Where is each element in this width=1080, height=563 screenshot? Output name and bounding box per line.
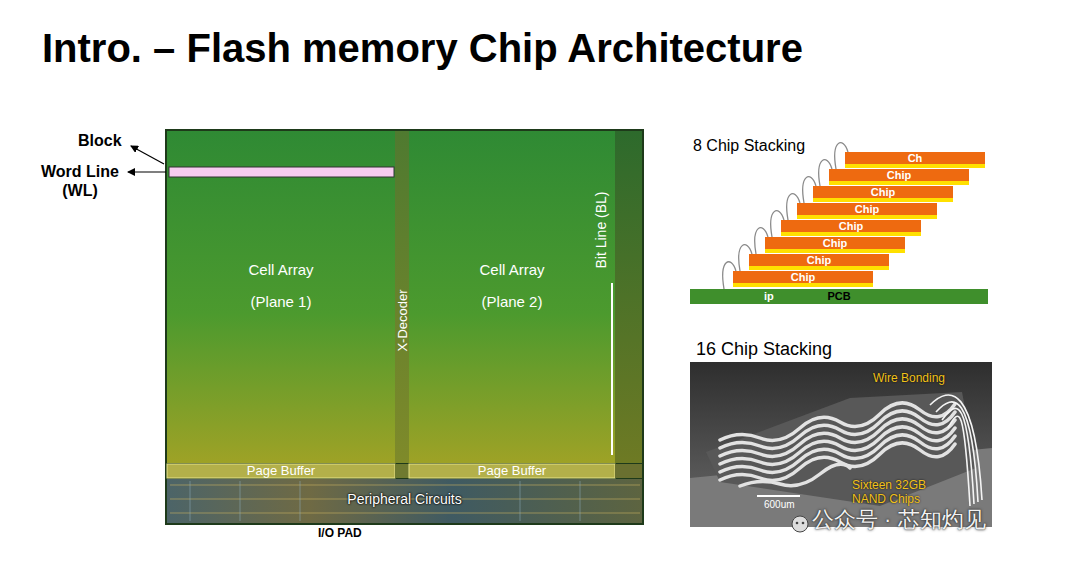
slide-title: Intro. – Flash memory Chip Architecture: [42, 24, 803, 72]
node-text: Chip: [871, 186, 895, 198]
chip-layer: [740, 464, 850, 486]
page-buffer: Page Buffer: [409, 464, 615, 478]
chip-layers: [720, 403, 955, 486]
stacked-chip: Chip: [813, 186, 953, 202]
x-decoder-strip: X-Decoder: [395, 131, 409, 463]
part-label: Bit Line (BL): [592, 191, 610, 268]
sem-photo: [690, 362, 992, 527]
node-text: Ch: [908, 152, 923, 164]
pcb-board: PCB: [690, 289, 988, 304]
die-strip: [615, 464, 642, 478]
chip-stack-body: [706, 392, 976, 506]
node-text: Chip: [887, 169, 911, 181]
circuit-texture: [190, 481, 580, 521]
sem-annotation: Sixteen 32GB NAND Chips: [852, 478, 944, 506]
node-text: Peripheral Circuits: [347, 491, 461, 507]
part-label: Block: [78, 131, 122, 151]
stacked-chip: Chip: [765, 237, 905, 253]
plane-fill: [409, 131, 615, 463]
die-strip: [395, 464, 409, 478]
chip-layer: [720, 443, 955, 481]
plane-fill: [167, 131, 395, 463]
node-text: X-Decoder: [395, 289, 410, 351]
wechat-icon-dot: [802, 522, 805, 525]
part-label: Word Line (WL): [34, 162, 126, 200]
word-line-bar: [169, 167, 394, 177]
leader-arrow: [131, 146, 164, 164]
die-frame: [165, 129, 644, 525]
node-text: Chip: [807, 254, 831, 266]
peripheral-fill: [167, 479, 642, 523]
stacked-chip: Chip: [749, 254, 889, 270]
page-buffer-fill: [409, 464, 615, 478]
node-text: Chip: [791, 271, 815, 283]
stacked-chip: Chip: [781, 220, 921, 236]
scale-label: 600um: [764, 499, 795, 511]
node-text: Cell Array (Plane 1): [231, 254, 331, 318]
scale-bar: [757, 495, 800, 497]
bit-line: [611, 283, 613, 455]
node-text: Page Buffer: [478, 464, 546, 478]
watermark: 公众号 · 芯知灼见: [812, 507, 986, 533]
node-text: Chip: [823, 237, 847, 249]
die-edge-band: [615, 131, 642, 463]
decoder-fill: [395, 131, 409, 463]
part-label: I/O PAD: [318, 525, 362, 541]
sem-annotation: Wire Bonding: [873, 370, 945, 386]
figure-heading: 16 Chip Stacking: [696, 338, 832, 360]
chip-layer: [720, 435, 955, 473]
cell-array-plane: Cell Array (Plane 2): [409, 131, 615, 463]
node-text: Chip: [839, 220, 863, 232]
stacked-chip: Chip: [829, 169, 969, 185]
node-text: Cell Array (Plane 2): [462, 254, 562, 318]
node-text: Page Buffer: [247, 464, 315, 478]
chip-fragment-label: ip: [764, 289, 774, 304]
node-text: PCB: [827, 289, 850, 304]
stacked-chip: Chip: [733, 271, 873, 287]
stacked-chip: Chip: [797, 203, 937, 219]
leader-arrow: [128, 171, 166, 172]
page-buffer-fill: [167, 464, 395, 478]
stacked-chip: Ch: [845, 152, 985, 168]
peripheral-circuits: Peripheral Circuits: [167, 479, 642, 523]
node-text: Chip: [855, 203, 879, 215]
page-buffer: Page Buffer: [167, 464, 395, 478]
wechat-icon-dot: [796, 522, 799, 525]
wire-bond: [948, 416, 970, 506]
cell-array-plane: Cell Array (Plane 1): [167, 131, 395, 463]
figure-heading: 8 Chip Stacking: [693, 136, 805, 156]
wechat-icon: [792, 516, 808, 532]
sem-wire-bonds: [930, 395, 982, 506]
